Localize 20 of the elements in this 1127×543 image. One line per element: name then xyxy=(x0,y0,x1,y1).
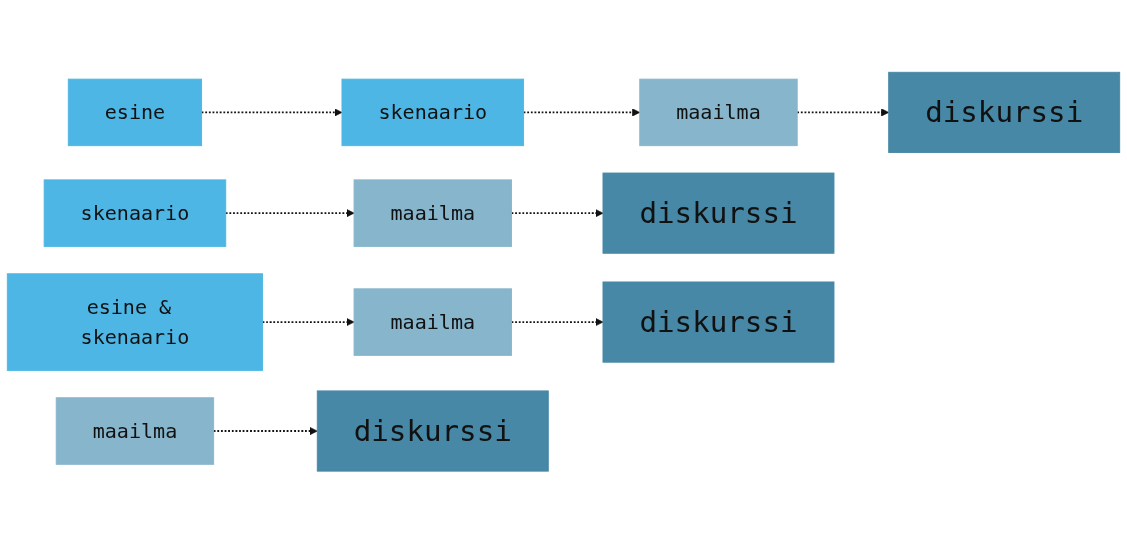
arrow xyxy=(224,208,355,217)
node-box: esine & skenaario xyxy=(6,273,264,371)
node-box: diskurssi xyxy=(316,390,549,472)
node-box: skenaario xyxy=(43,179,227,247)
node-box: maailma xyxy=(353,179,512,247)
arrow xyxy=(522,108,641,117)
node-box: diskurssi xyxy=(602,172,835,254)
node-box: esine xyxy=(67,78,203,146)
arrow xyxy=(510,317,604,326)
node-box: diskurssi xyxy=(888,71,1121,153)
arrow xyxy=(200,108,343,117)
node-box: maailma xyxy=(639,78,798,146)
node-box: maailma xyxy=(55,397,215,465)
arrow xyxy=(261,317,355,326)
node-box: skenaario xyxy=(341,78,525,146)
node-box: diskurssi xyxy=(602,281,835,363)
arrow xyxy=(510,208,604,217)
arrow xyxy=(796,108,890,117)
arrow xyxy=(212,426,318,435)
node-box: maailma xyxy=(353,288,512,356)
